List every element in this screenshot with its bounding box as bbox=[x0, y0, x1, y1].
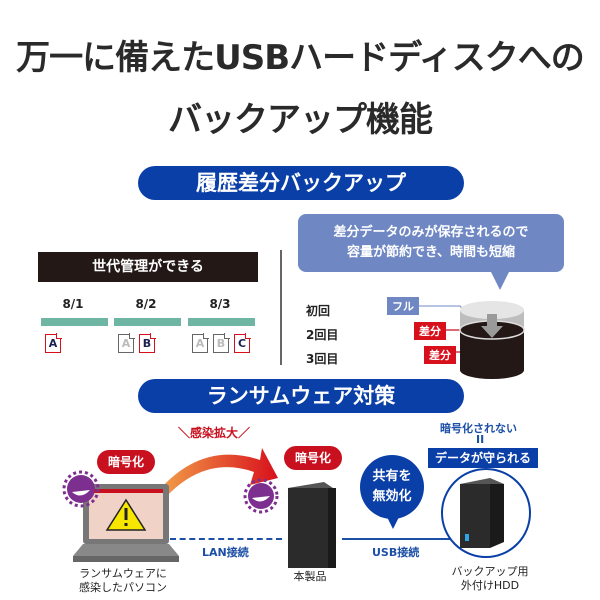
equals-sign: II bbox=[476, 433, 485, 446]
page-title-line1: 万一に備えたUSBハードディスクへの bbox=[16, 38, 585, 78]
bubble-line1: 差分データのみが保存されるので bbox=[333, 225, 529, 240]
encrypt-bubble-pc: 暗号化 bbox=[97, 450, 155, 474]
generation-label: 世代管理ができる bbox=[38, 252, 258, 282]
tag-diff-1: 差分 bbox=[414, 322, 446, 340]
virus-icon bbox=[62, 470, 100, 508]
timeline-bar-2 bbox=[114, 318, 181, 326]
tag-diff-2: 差分 bbox=[424, 346, 456, 364]
divider bbox=[280, 250, 282, 365]
section-header-diff-backup: 履歴差分バックアップ bbox=[138, 166, 464, 200]
pc-caption: ランサムウェアに 感染したパソコン bbox=[79, 567, 167, 594]
timeline-bar-1 bbox=[41, 318, 108, 326]
file-icon-a-old: A bbox=[192, 333, 209, 353]
nas-caption: 本製品 bbox=[293, 570, 327, 583]
external-hdd-icon bbox=[460, 478, 504, 548]
not-encrypted-label: 暗号化されない bbox=[440, 422, 517, 435]
share-disabled-badge: 共有を 無効化 bbox=[360, 455, 424, 519]
timeline-bar-3 bbox=[188, 318, 255, 326]
row-label-second: 2回目 bbox=[306, 328, 339, 342]
row-label-first: 初回 bbox=[306, 304, 331, 318]
badge-tail bbox=[387, 517, 399, 529]
spread-label: ＼感染拡大／ bbox=[178, 426, 251, 440]
date-col-1: 8/1 bbox=[62, 297, 84, 311]
file-icon-a: A bbox=[45, 333, 62, 353]
hdd-caption: バックアップ用 外付けHDD bbox=[451, 565, 529, 592]
infected-laptop-icon bbox=[73, 484, 179, 562]
nas-device-icon bbox=[288, 482, 336, 568]
diff-info-bubble: 差分データのみが保存されるので 容量が節約でき、時間も短縮 bbox=[298, 214, 564, 272]
tag-full: フル bbox=[387, 297, 419, 315]
usb-label: USB接続 bbox=[372, 546, 420, 559]
bubble-tail bbox=[490, 270, 510, 290]
virus-icon bbox=[243, 478, 279, 514]
row-label-third: 3回目 bbox=[306, 352, 339, 366]
usb-connection-line bbox=[342, 538, 472, 540]
file-icon-a-old: A bbox=[118, 333, 135, 353]
disk-cylinder-icon bbox=[390, 301, 525, 379]
bubble-line2: 容量が節約でき、時間も短縮 bbox=[346, 245, 516, 260]
encrypt-bubble-nas: 暗号化 bbox=[284, 446, 342, 470]
file-icon-b-old: B bbox=[213, 333, 230, 353]
page-title-line2: バックアップ機能 bbox=[168, 100, 433, 140]
date-col-3: 8/3 bbox=[209, 297, 231, 311]
lan-connection-line bbox=[170, 538, 282, 540]
data-protected-label: データが守られる bbox=[428, 448, 538, 468]
spread-arrow-icon bbox=[155, 448, 278, 498]
section-header-ransomware: ランサムウェア対策 bbox=[138, 379, 464, 413]
file-icon-b: B bbox=[139, 333, 156, 353]
file-icon-c: C bbox=[234, 333, 251, 353]
date-col-2: 8/2 bbox=[135, 297, 157, 311]
lan-label: LAN接続 bbox=[202, 546, 249, 559]
